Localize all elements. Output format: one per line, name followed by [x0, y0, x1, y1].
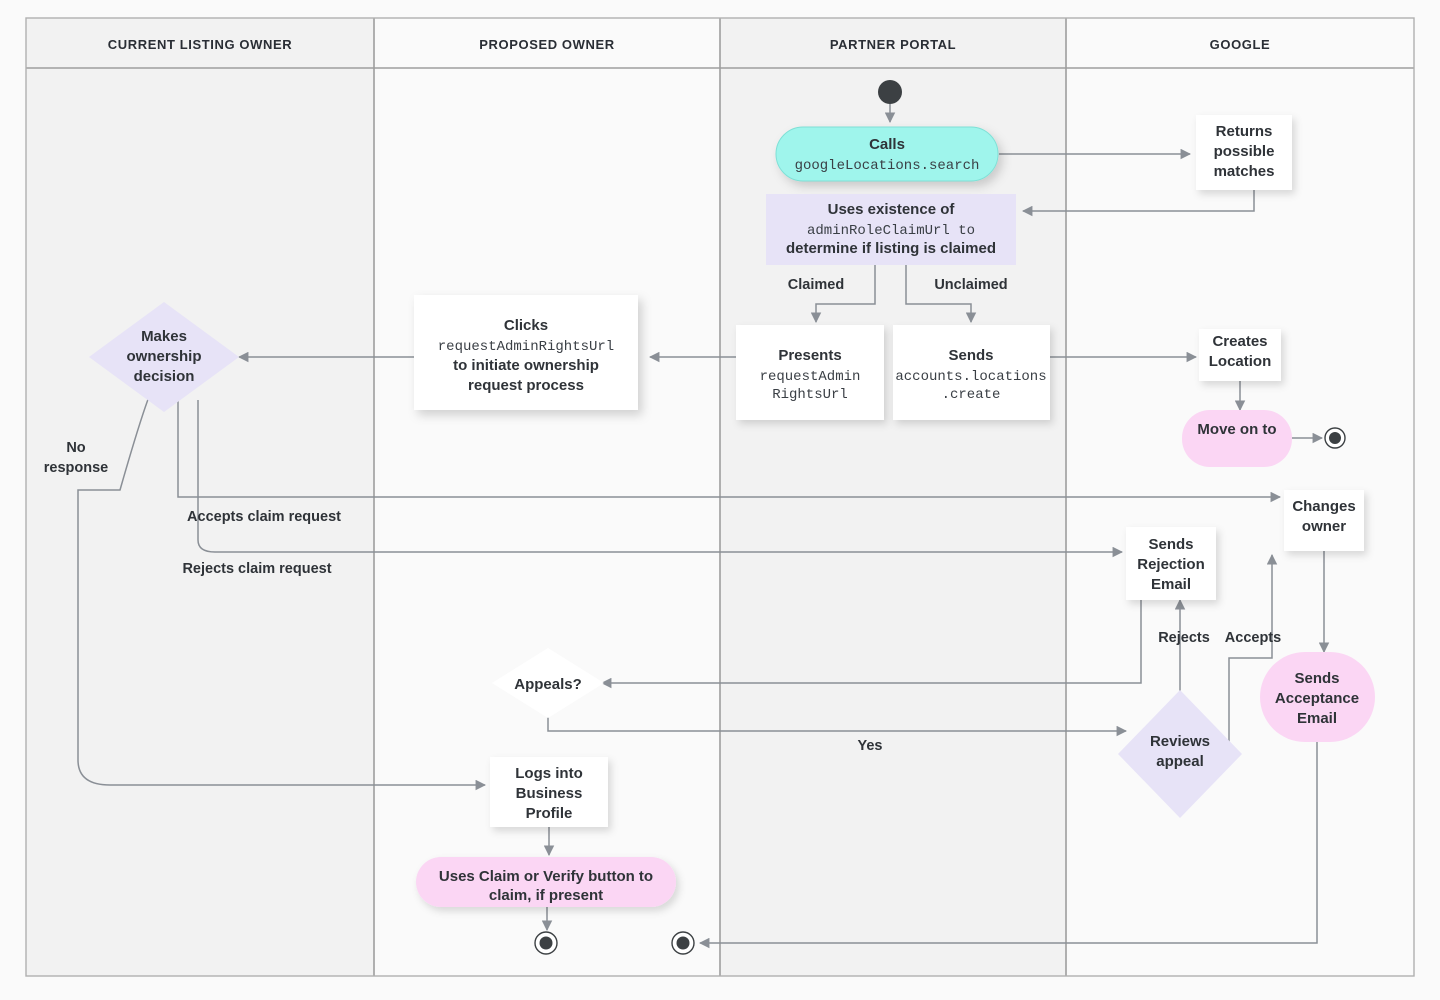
node-creates-location[interactable]: Creates Location — [1199, 329, 1281, 381]
edge-label-unclaimed: Unclaimed — [934, 277, 1007, 293]
node-calls-line-2: googleLocations.search — [795, 158, 980, 174]
node-clicks-line-1: Clicks — [504, 317, 548, 334]
edge-decision-rejects — [197, 400, 1124, 558]
edge-label-accepts: Accepts — [1225, 630, 1281, 646]
node-appeals-label: Appeals? — [514, 676, 582, 693]
node-decision-line-1: Makes — [141, 328, 187, 345]
node-acceptance-line-1: Sends — [1294, 670, 1339, 687]
edge-label-response: response — [44, 460, 108, 476]
node-changes-line-2: owner — [1302, 518, 1346, 535]
edge-label-accepts-claim: Accepts claim request — [187, 509, 341, 525]
node-reviews-line-1: Reviews — [1150, 733, 1210, 750]
node-clicks-line-2: requestAdminRightsUrl — [438, 339, 614, 355]
node-uses-line-3: determine if listing is claimed — [786, 240, 996, 257]
edge-returns-to-uses — [1021, 190, 1255, 217]
node-rejection-line-3: Email — [1151, 576, 1191, 593]
node-creates-line-1: Creates — [1212, 333, 1267, 350]
node-returns-possible-matches[interactable]: Returns possible matches — [1196, 115, 1292, 190]
edge-decision-accepts — [177, 400, 1282, 503]
node-uses-line-1: Uses existence of — [828, 201, 956, 218]
node-presents-line-1: Presents — [778, 347, 841, 364]
node-reviews-line-2: appeal — [1156, 753, 1204, 770]
node-creates-line-2: Location — [1209, 353, 1272, 370]
node-decision-line-2: ownership — [126, 348, 201, 365]
lane-header-google: GOOGLE — [1210, 37, 1271, 52]
edge-appeals-yes — [547, 712, 1128, 737]
flow-connectors — [77, 104, 1330, 949]
node-end-google[interactable] — [1324, 427, 1346, 449]
node-presents-requestadminrightsurl[interactable]: Presents requestAdmin RightsUrl — [736, 325, 884, 420]
edge-uses-claimed — [810, 265, 876, 324]
edge-label-yes: Yes — [858, 738, 883, 754]
node-uses-existence-adminroleclaimurl[interactable]: Uses existence of adminRoleClaimUrl to d… — [766, 194, 1016, 265]
node-sendscreate-line-2: accounts.locations — [895, 369, 1046, 385]
node-claimverify-line-1: Uses Claim or Verify button to — [439, 868, 653, 885]
node-move-on-to[interactable]: Move on to — [1182, 410, 1292, 467]
node-makes-ownership-decision[interactable]: Makes ownership decision — [89, 302, 239, 412]
node-rejection-line-1: Sends — [1148, 536, 1193, 553]
edge-decision-no-response — [77, 393, 487, 791]
edge-uses-unclaimed — [905, 265, 977, 324]
node-claimverify-line-2: claim, if present — [489, 887, 603, 904]
node-acceptance-line-2: Acceptance — [1275, 690, 1359, 707]
node-end-partner-portal[interactable] — [671, 931, 695, 955]
node-decision-line-3: decision — [134, 368, 195, 385]
node-uses-claim-or-verify-button[interactable]: Uses Claim or Verify button to claim, if… — [416, 857, 676, 907]
edge-label-claimed: Claimed — [788, 277, 844, 293]
node-sendscreate-line-1: Sends — [948, 347, 993, 364]
node-returns-line-3: matches — [1214, 163, 1275, 180]
node-start-partner[interactable] — [878, 80, 902, 104]
node-returns-line-2: possible — [1214, 143, 1275, 160]
node-logs-into-business-profile[interactable]: Logs into Business Profile — [490, 757, 608, 827]
edge-reviews-accepts — [1228, 553, 1278, 742]
edge-acceptance-to-end — [698, 742, 1318, 949]
node-uses-line-2: adminRoleClaimUrl to — [807, 223, 975, 239]
node-reviews-appeal[interactable]: Reviews appeal — [1118, 690, 1242, 818]
node-logs-line-2: Business — [516, 785, 583, 802]
lane-header-proposed-owner: PROPOSED OWNER — [479, 37, 615, 52]
node-appeals[interactable]: Appeals? — [492, 648, 604, 718]
node-sendscreate-line-3: .create — [942, 387, 1001, 403]
node-returns-line-1: Returns — [1216, 123, 1273, 140]
node-acceptance-line-3: Email — [1297, 710, 1337, 727]
node-changes-owner[interactable]: Changes owner — [1284, 490, 1364, 551]
edge-label-rejects-claim: Rejects claim request — [182, 561, 331, 577]
node-moveon-label: Move on to — [1197, 421, 1276, 438]
node-sends-rejection-email[interactable]: Sends Rejection Email — [1126, 527, 1216, 600]
node-presents-line-3: RightsUrl — [772, 387, 848, 403]
lane-header-partner-portal: PARTNER PORTAL — [830, 37, 956, 52]
node-calls-line-1: Calls — [869, 136, 905, 153]
node-sends-acceptance-email[interactable]: Sends Acceptance Email — [1260, 652, 1375, 742]
node-end-proposed-owner[interactable] — [534, 931, 558, 955]
node-logs-line-3: Profile — [526, 805, 573, 822]
node-clicks-requestadminrightsurl[interactable]: Clicks requestAdminRightsUrl to initiate… — [414, 295, 638, 410]
edge-label-no: No — [66, 440, 85, 456]
lane-outer-border — [25, 17, 1415, 977]
edge-label-rejects: Rejects — [1158, 630, 1210, 646]
node-clicks-line-3: to initiate ownership — [453, 357, 599, 374]
node-clicks-line-4: request process — [468, 377, 584, 394]
node-logs-line-1: Logs into — [515, 765, 583, 782]
node-changes-line-1: Changes — [1292, 498, 1355, 515]
node-sends-accounts-locations-create[interactable]: Sends accounts.locations .create — [893, 325, 1050, 420]
node-presents-line-2: requestAdmin — [760, 369, 861, 385]
node-calls-google-locations-search[interactable]: Calls googleLocations.search — [775, 126, 999, 182]
edge-rejection-to-appeals — [600, 600, 1142, 689]
node-rejection-line-2: Rejection — [1137, 556, 1205, 573]
edge-labels: Claimed Unclaimed No response Accepts cl… — [44, 277, 1281, 754]
lane-header-current-listing-owner: CURRENT LISTING OWNER — [108, 37, 292, 52]
